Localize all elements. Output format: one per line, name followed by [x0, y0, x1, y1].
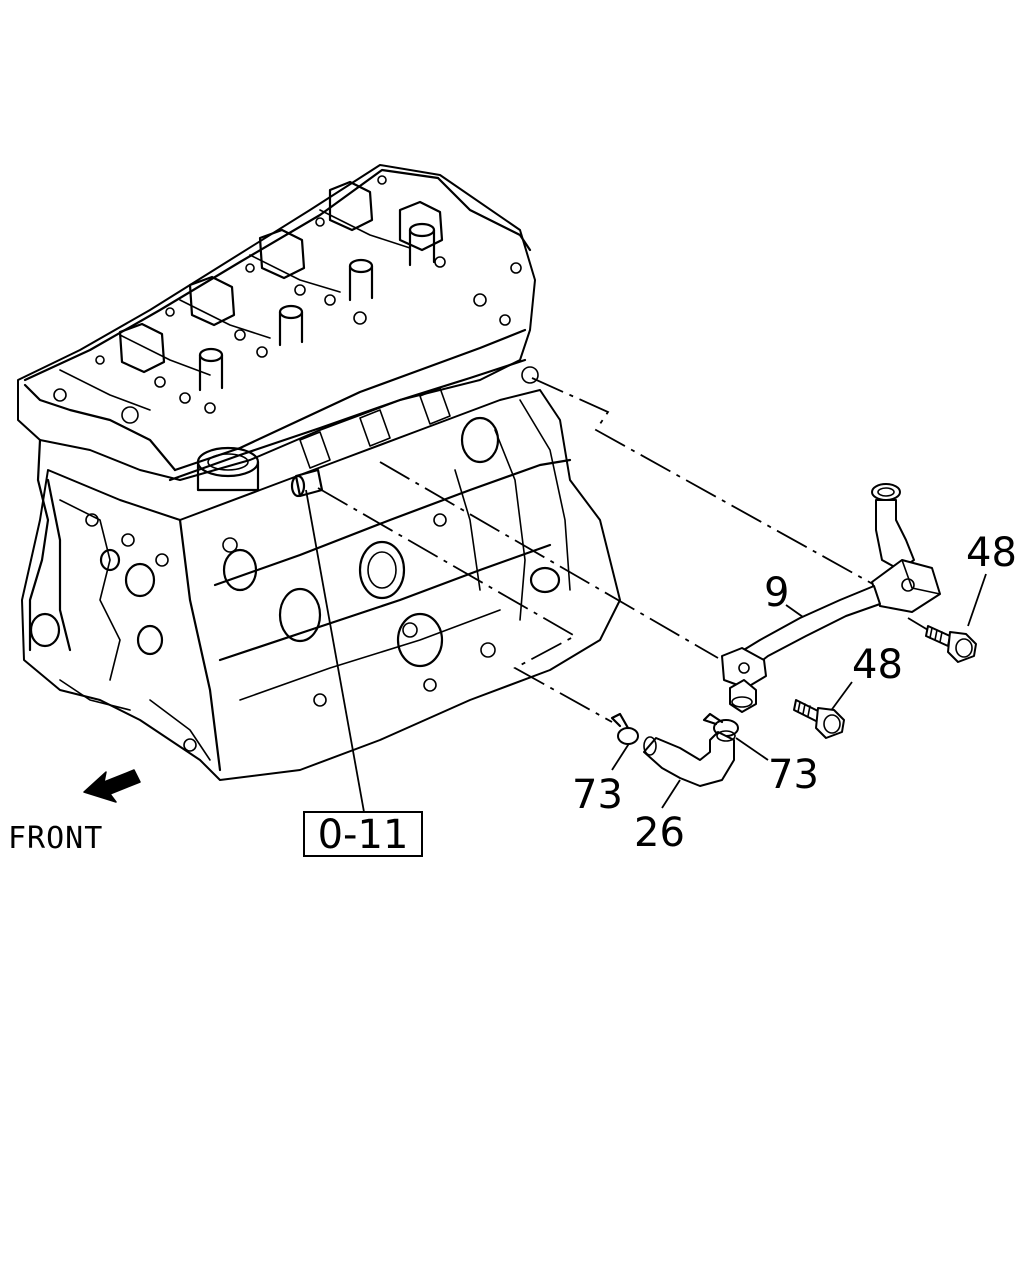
leader-73-left [611, 741, 631, 771]
coolant-hose [643, 730, 736, 787]
callout-48-upper: 48 [966, 530, 1017, 576]
alignment-line-lower [379, 461, 719, 659]
reference-box-label: 0-11 [318, 812, 409, 858]
callout-26: 26 [634, 810, 685, 856]
callout-73-left: 73 [572, 772, 623, 818]
alignment-line-middle [317, 487, 613, 723]
water-pipe [721, 483, 941, 713]
leader-26 [661, 779, 681, 809]
callout-9: 9 [764, 570, 789, 616]
front-arrow-icon [83, 769, 141, 803]
callout-48-lower: 48 [852, 642, 903, 688]
alignment-line-bolt [907, 617, 929, 631]
leader-ref [305, 489, 365, 813]
alignment-lines [317, 377, 929, 723]
bolt-upper [925, 625, 977, 663]
alignment-line-upper [531, 377, 881, 589]
engine-block [17, 164, 621, 781]
leader-48-lower [829, 681, 853, 713]
bolt-lower [793, 699, 845, 739]
leader-73-right [735, 737, 769, 761]
clamp-left [610, 712, 639, 745]
callout-73-right: 73 [768, 752, 819, 798]
leader-48-upper [967, 573, 987, 627]
front-label: FRONT [8, 821, 103, 856]
reference-box: 0-11 [303, 811, 423, 858]
